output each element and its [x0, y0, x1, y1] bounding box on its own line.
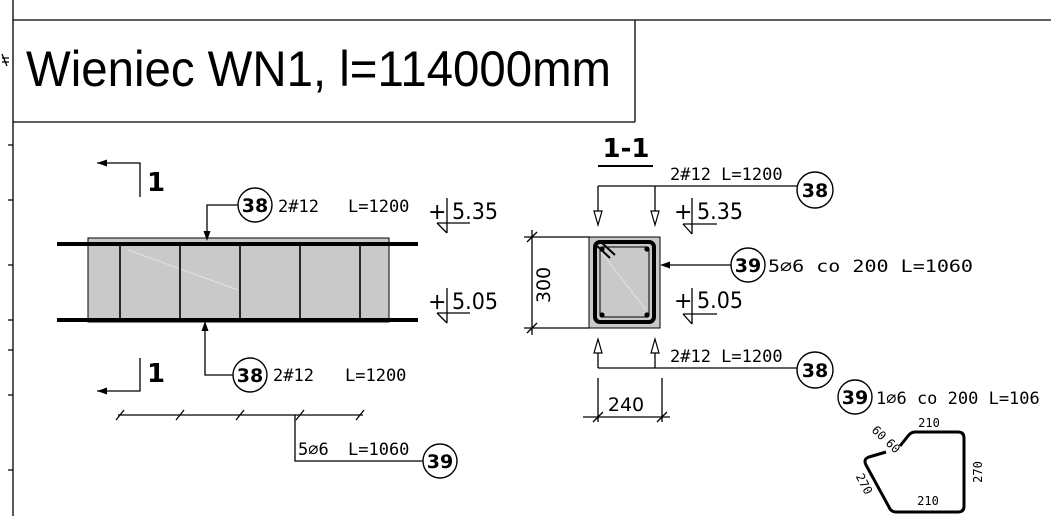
top-bar-bubble-number: 38 — [242, 195, 268, 217]
stirrup-spacing-ticks — [115, 409, 365, 421]
section-stirrup-outline — [593, 240, 656, 324]
level-triangle — [682, 313, 693, 325]
section-hatch-line — [600, 251, 647, 311]
section-bottom-bar-arrow — [593, 336, 603, 354]
section-rebar-dot — [599, 246, 605, 252]
section-cut-line-bottom — [97, 358, 141, 392]
stirrup-bubble-number: 39 — [427, 451, 453, 473]
section-top-bars-bubble — [796, 171, 834, 209]
section-cut-arrow-bottom — [97, 387, 107, 395]
level-mark-top: + 5.35 — [428, 198, 498, 234]
beam-concrete-body — [87, 237, 390, 323]
drawing-title: Wieniec WN1, l=114000mm — [26, 41, 611, 97]
level-triangle — [682, 223, 693, 235]
width-dimension-value: 240 — [608, 394, 644, 416]
section-title: 1-1 — [603, 134, 650, 164]
section-cut-label-top: 1 — [147, 168, 165, 198]
stirrup-top-dim: 210 — [918, 416, 940, 430]
stirrup-shape — [863, 430, 966, 514]
level-sign: + — [428, 200, 446, 225]
section-bottom-bars-bubble — [796, 351, 834, 389]
section-bottom-bar-arrow — [650, 336, 660, 354]
section-top-bar-arrow — [650, 210, 660, 228]
section-stirrup-hook — [596, 245, 611, 259]
section-stirrup-leader-arrow — [660, 261, 670, 269]
section-stirrup-spec: 5⌀6 co 200 L=1060 — [768, 257, 973, 277]
section-bottom-bars-spec: 2#12 L=1200 — [670, 347, 783, 367]
beam-hatch-line — [127, 249, 239, 291]
level-value: 5.05 — [697, 289, 743, 314]
stirrup-right-dim: 270 — [971, 461, 985, 483]
section-level-mark-top: + 5.35 — [674, 198, 743, 235]
level-sign: + — [674, 200, 692, 225]
level-value: 5.35 — [452, 200, 498, 225]
stirrup-detail-bubble-number: 39 — [842, 387, 868, 409]
section-top-bar-arrow — [593, 210, 603, 228]
level-value: 5.05 — [452, 290, 498, 315]
level-value: 5.35 — [697, 200, 743, 225]
bottom-bar-bubble — [232, 357, 268, 393]
level-triangle — [436, 222, 448, 234]
top-bar-leader — [206, 204, 238, 233]
section-cut-arrow-top — [97, 159, 107, 167]
level-sign: + — [674, 289, 692, 314]
top-bar-bubble — [237, 187, 273, 223]
section-stirrup-inner-line — [599, 246, 650, 318]
top-bar-leader-arrow — [203, 231, 211, 241]
section-cut-line-top — [97, 162, 141, 197]
section-cut-label-bottom: 1 — [147, 359, 165, 389]
stirrup-length: L=1060 — [348, 440, 409, 460]
section-level-mark-bottom: + 5.05 — [674, 288, 743, 325]
stirrup-hook-a-dim: 60 — [869, 423, 889, 443]
level-triangle — [436, 312, 448, 324]
section-stirrup-bubble — [730, 247, 766, 283]
height-dimension-value: 300 — [533, 267, 555, 303]
bottom-bar-bubble-number: 38 — [237, 365, 263, 387]
stirrup-detail-bubble — [837, 379, 873, 415]
section-rebar-dot — [644, 246, 650, 252]
stirrup-detail-spec: 1⌀6 co 200 L=106 — [876, 389, 1040, 409]
height-dimension-ticks — [526, 231, 538, 334]
stirrup-detail: 39 1⌀6 co 200 L=106 60 60 210 210 270 27… — [837, 379, 1040, 514]
beam-elevation: 1 1 38 2#12 L=1200 38 2#12 L=1200 + — [57, 159, 498, 479]
level-sign: + — [428, 290, 446, 315]
section-stirrup-hook — [601, 242, 616, 256]
stirrup-bottom-dim: 210 — [917, 494, 939, 508]
cross-section: 1-1 2#12 L=1200 38 39 5⌀6 co 200 L=1060 — [524, 134, 973, 423]
bottom-bar-spec: 2#12 — [273, 366, 314, 386]
top-bar-length: L=1200 — [348, 197, 409, 217]
stirrup-bubble — [422, 443, 458, 479]
section-stirrup-bubble-number: 39 — [735, 255, 761, 277]
level-mark-bottom: + 5.05 — [428, 288, 498, 324]
stirrup-spec: 5⌀6 — [298, 440, 329, 460]
width-dimension-ticks — [592, 411, 668, 423]
section-bottom-bars-bubble-number: 38 — [802, 360, 828, 382]
top-bar-spec: 2#12 — [278, 197, 319, 217]
section-top-bars-bubble-number: 38 — [802, 180, 828, 202]
bottom-bar-leader — [204, 330, 233, 376]
stirrup-leader — [294, 415, 423, 462]
section-top-bars-spec: 2#12 L=1200 — [670, 165, 783, 185]
bottom-bar-leader-arrow — [201, 321, 209, 331]
section-rebar-dot — [599, 312, 605, 318]
bottom-bar-length: L=1200 — [345, 366, 406, 386]
section-rebar-dot — [644, 312, 650, 318]
frame-margin-ticks — [1, 53, 13, 471]
